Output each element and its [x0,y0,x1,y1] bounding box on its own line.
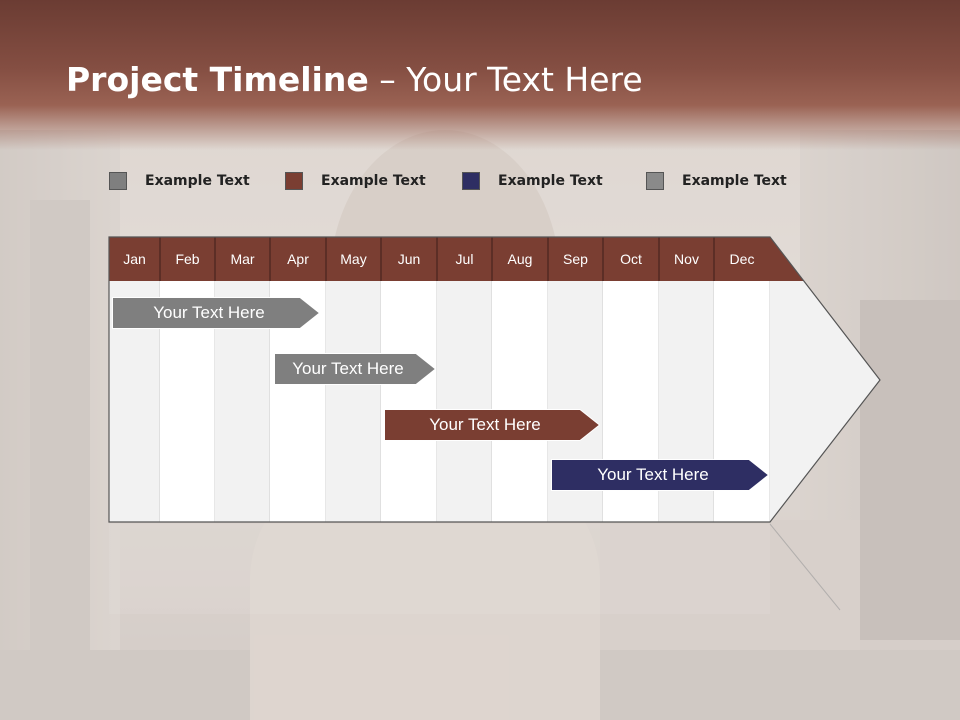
task-label: Your Text Here [597,465,709,484]
month-label-sep: Sep [563,251,588,267]
task-arrow [551,459,769,491]
legend-label: Example Text [321,173,426,189]
storefront [600,520,860,650]
task-arrow [112,297,320,329]
task-arrow [384,409,600,441]
building-left-back [30,200,90,650]
legend-item-2: Example Text [285,170,426,192]
month-label-mar: Mar [230,251,255,267]
title-rest: – Your Text Here [368,60,643,99]
arrow-outline [108,236,881,523]
task-bar-2[interactable]: Your Text Here [274,353,436,385]
month-header-band [109,237,804,281]
task-label: Your Text Here [429,415,541,434]
legend-swatch [646,172,664,190]
slide-title: Project Timeline – Your Text Here [66,60,643,99]
month-label-nov: Nov [674,251,699,267]
legend-item-1: Example Text [109,170,250,192]
month-columns [109,237,880,522]
task-bar-4[interactable]: Your Text Here [551,459,769,491]
month-column [437,281,492,522]
legend-label: Example Text [682,173,787,189]
task-bar-1[interactable]: Your Text Here [112,297,320,329]
month-column [326,281,381,522]
month-label-dec: Dec [729,251,755,267]
month-label-jan: Jan [123,251,146,267]
month-column [381,281,437,522]
month-column [492,281,548,522]
month-label-aug: Aug [507,251,533,267]
month-label-apr: Apr [287,251,309,267]
task-label: Your Text Here [292,359,404,378]
task-bar-shape [112,297,320,329]
title-bold: Project Timeline [66,60,369,99]
task-bar-3[interactable]: Your Text Here [384,409,600,441]
month-label-feb: Feb [175,251,200,267]
legend-swatch [462,172,480,190]
legend-label: Example Text [145,173,250,189]
legend-swatch [109,172,127,190]
arrow-reflection-base [109,524,770,614]
arrow-head [770,281,880,522]
task-bar-shape [274,353,436,385]
legend-item-4: Example Text [646,170,787,192]
month-label-jul: Jul [455,251,474,267]
legend-swatch [285,172,303,190]
month-label-may: May [340,251,367,267]
arrow-reflection [769,523,841,611]
task-bar-shape [384,409,600,441]
month-label-oct: Oct [620,251,642,267]
title-band [0,0,960,150]
building-right-near [860,300,960,640]
legend-label: Example Text [498,173,603,189]
task-bar-shape [551,459,769,491]
task-label: Your Text Here [153,303,265,322]
month-label-jun: Jun [397,251,421,267]
legend-item-3: Example Text [462,170,603,192]
task-arrow [274,353,436,385]
